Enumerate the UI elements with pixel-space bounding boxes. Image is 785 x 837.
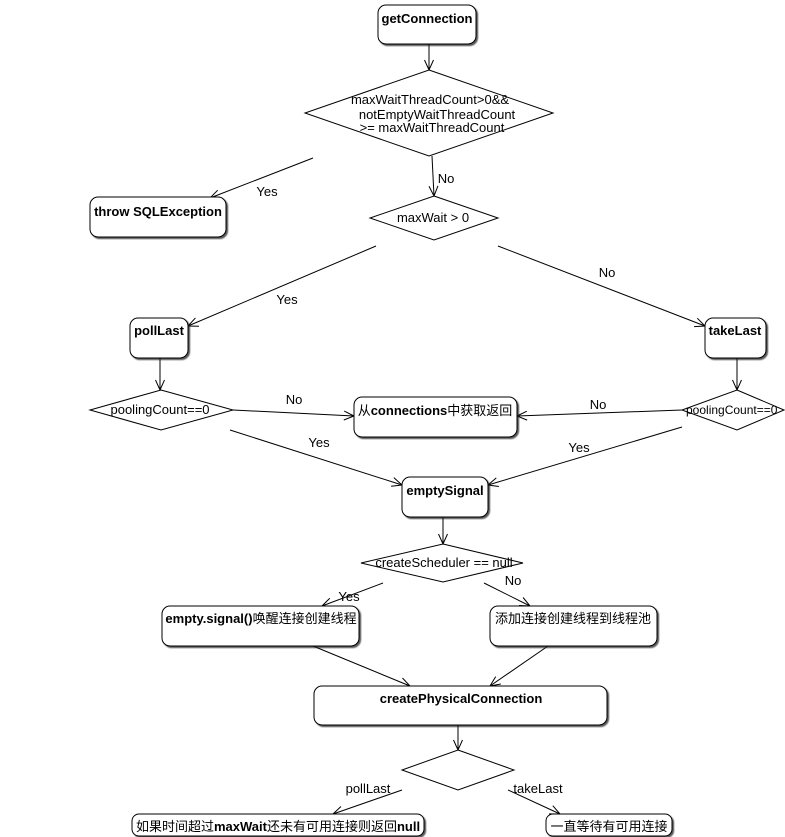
node-add-to-thread-pool-label: 添加连接创建线程到线程池 [495,611,651,626]
edge-max-wait-to-take-last [497,245,705,326]
edge-pooling-left-to-fetch [232,409,354,416]
edge-wait-check-to-max-wait [432,155,434,196]
node-take-last: takeLast [704,317,767,359]
edge-label-pool-right-no: No [590,397,607,412]
edge-wait-check-to-throw [210,157,314,198]
edge-final-branch-to-return-null [333,789,403,814]
edge-max-wait-to-poll-last [188,245,377,326]
decision-create-scheduler-label: createScheduler == null [375,555,512,570]
decision-create-scheduler: createScheduler == null [360,543,524,583]
decision-wait-thread-line-1: maxWaitThreadCount>0&& [351,92,509,107]
decision-pooling-count-left-label: poolingCount==0 [110,402,209,417]
edge-label-scheduler-no: No [505,573,522,588]
decision-final-branch [400,749,516,791]
fetch-label-suffix: 中获取返回 [447,403,512,418]
decision-pooling-count-left: poolingCount==0 [88,389,235,431]
node-poll-last-label: pollLast [134,323,185,338]
decision-wait-thread-line-3: >= maxWaitThreadCount [360,120,505,135]
signal-label-desc: 唤醒连接创建线程 [253,611,357,626]
node-fetch-from-connections-label: 从connections中获取返回 [358,403,513,418]
node-create-physical-connection-label: createPhysicalConnection [380,691,543,706]
edge-label-pool-left-yes: Yes [308,435,330,450]
decision-max-wait-label: maxWait > 0 [397,210,469,225]
node-create-physical-connection: createPhysicalConnection [313,685,608,726]
edge-label-pool-right-yes: Yes [568,440,590,455]
node-wait-forever-label: 一直等待有可用连接 [550,819,667,834]
edge-label-wait-thread-no: No [438,171,455,186]
node-throw-exception-label: throw SQLException [94,204,222,219]
node-empty-signal-label: emptySignal [406,483,483,498]
node-poll-last: pollLast [129,317,189,359]
node-fetch-from-connections: 从connections中获取返回 [353,396,518,438]
edge-final-branch-to-wait-forever [507,789,560,814]
node-get-connection-label: getConnection [382,11,473,26]
decision-wait-thread-check: maxWaitThreadCount>0&& notEmptyWaitThrea… [303,69,555,157]
edge-label-max-wait-no: No [599,265,616,280]
node-get-connection: getConnection [377,4,477,45]
decision-max-wait: maxWait > 0 [368,195,500,241]
return-null-label-part-1: 如果时间超过 [136,819,214,834]
edge-scheduler-to-thread-pool [483,582,530,606]
edge-thread-pool-to-create-physical [490,645,549,686]
node-return-null-on-timeout: 如果时间超过maxWait还未有可用连接则返回null [131,813,425,837]
edge-signal-thread-to-create-physical [312,645,410,686]
edge-label-wait-thread-yes: Yes [256,184,278,199]
node-take-last-label: takeLast [709,323,762,338]
node-signal-create-thread-label: empty.signal()唤醒连接创建线程 [165,611,356,626]
decision-pooling-count-right: poolingCount==0 [680,389,785,431]
node-return-null-label: 如果时间超过maxWait还未有可用连接则返回null [136,819,420,834]
edge-label-scheduler-yes: Yes [338,589,360,604]
decision-wait-thread-line-2: notEmptyWaitThreadCount [359,107,516,122]
node-throw-exception: throw SQLException [89,196,227,238]
edge-pooling-right-to-fetch [517,409,683,416]
node-signal-create-thread: empty.signal()唤醒连接创建线程 [161,605,360,647]
fetch-label-connections: connections [371,403,448,418]
edge-labels: Yes No Yes No No No Yes Yes Yes No pollL… [256,171,615,796]
decision-pooling-count-right-label: poolingCount==0 [686,403,778,417]
node-add-to-thread-pool: 添加连接创建线程到线程池 [489,605,658,647]
edges [160,44,737,814]
signal-label-call: empty.signal() [165,611,252,626]
node-empty-signal: emptySignal [401,476,489,518]
return-null-label-max-wait: maxWait [214,819,268,834]
edge-label-branch-take-last: takeLast [513,781,563,796]
return-null-label-part-2: 还未有可用连接则返回 [267,819,397,834]
return-null-label-null: null [397,819,420,834]
edge-pooling-right-to-empty-signal [488,426,683,485]
edge-label-branch-poll-last: pollLast [346,781,391,796]
edge-scheduler-to-signal-thread [322,582,384,606]
edge-label-max-wait-yes: Yes [276,292,298,307]
edge-label-pool-left-no: No [286,392,303,407]
node-wait-forever: 一直等待有可用连接 [545,813,673,837]
fetch-label-prefix: 从 [358,403,371,418]
edge-pooling-left-to-empty-signal [229,429,402,485]
